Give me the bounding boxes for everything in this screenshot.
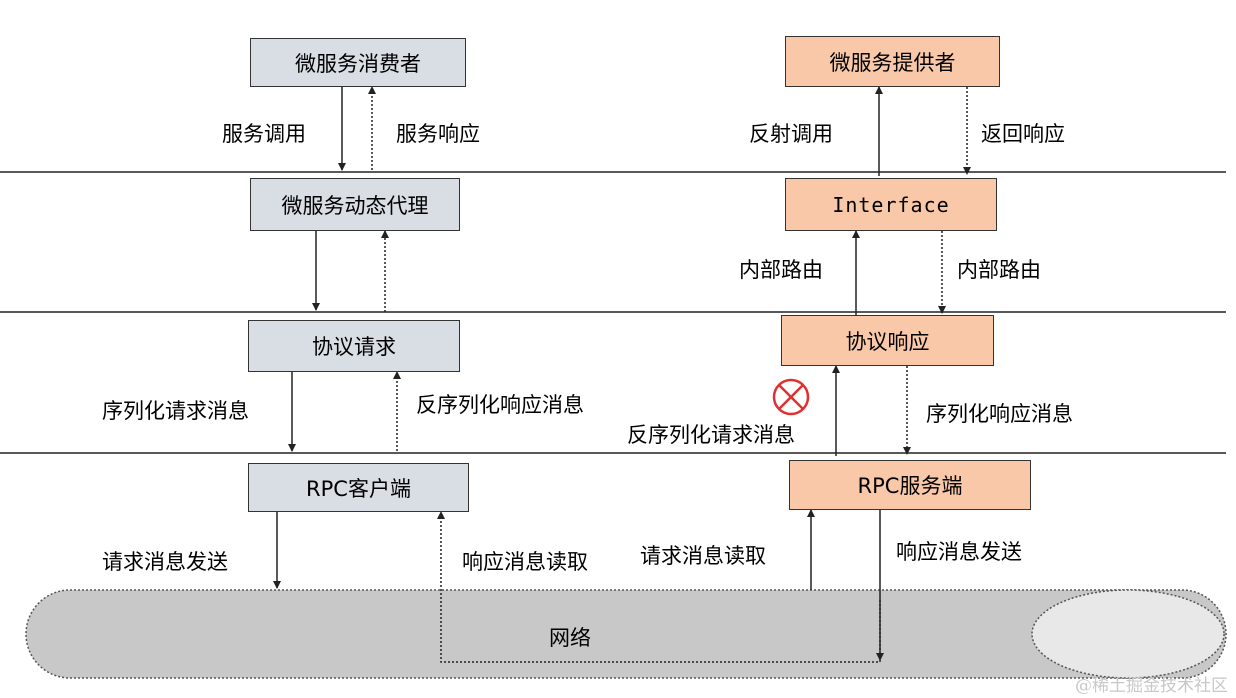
internal-route-down-label: 内部路由 bbox=[957, 258, 1041, 282]
protocol-request-box: 协议请求 bbox=[248, 320, 460, 372]
deserialize-response-label: 反序列化响应消息 bbox=[416, 393, 584, 417]
network-label: 网络 bbox=[549, 626, 591, 650]
network-pipe-end bbox=[1031, 589, 1225, 679]
interface-box: Interface bbox=[785, 178, 997, 231]
interface-label: Interface bbox=[832, 192, 950, 217]
watermark: @稀土掘金技术社区 bbox=[1075, 676, 1228, 696]
send-response-label: 响应消息发送 bbox=[896, 540, 1022, 564]
return-response-label: 返回响应 bbox=[981, 122, 1065, 146]
consumer-box: 微服务消费者 bbox=[250, 38, 466, 87]
serialize-response-label: 序列化响应消息 bbox=[926, 402, 1073, 426]
rpc-client-label: RPC客户端 bbox=[306, 476, 411, 501]
consumer-label: 微服务消费者 bbox=[295, 51, 421, 76]
provider-label: 微服务提供者 bbox=[829, 50, 956, 75]
network-pipe bbox=[25, 589, 1227, 679]
rpc-client-box: RPC客户端 bbox=[248, 463, 469, 512]
read-request-label: 请求消息读取 bbox=[640, 544, 766, 568]
service-response-label: 服务响应 bbox=[396, 122, 480, 146]
send-request-label: 请求消息发送 bbox=[102, 550, 228, 574]
arrow-response-path bbox=[437, 511, 881, 663]
dynamic-proxy-label: 微服务动态代理 bbox=[281, 193, 429, 218]
circle-x-icon bbox=[772, 378, 810, 416]
protocol-response-label: 协议响应 bbox=[845, 329, 930, 354]
read-response-label: 响应消息读取 bbox=[462, 550, 588, 574]
serialize-request-label: 序列化请求消息 bbox=[102, 399, 249, 423]
service-call-label: 服务调用 bbox=[222, 122, 306, 146]
deserialize-request-label: 反序列化请求消息 bbox=[627, 423, 795, 447]
internal-route-up-label: 内部路由 bbox=[739, 258, 823, 282]
reflection-call-label: 反射调用 bbox=[749, 122, 833, 146]
provider-box: 微服务提供者 bbox=[785, 36, 1000, 87]
protocol-request-label: 协议请求 bbox=[312, 335, 396, 359]
protocol-response-box: 协议响应 bbox=[781, 315, 994, 366]
rpc-server-label: RPC服务端 bbox=[857, 474, 963, 498]
rpc-server-box: RPC服务端 bbox=[789, 460, 1031, 510]
dynamic-proxy-box: 微服务动态代理 bbox=[250, 178, 460, 231]
